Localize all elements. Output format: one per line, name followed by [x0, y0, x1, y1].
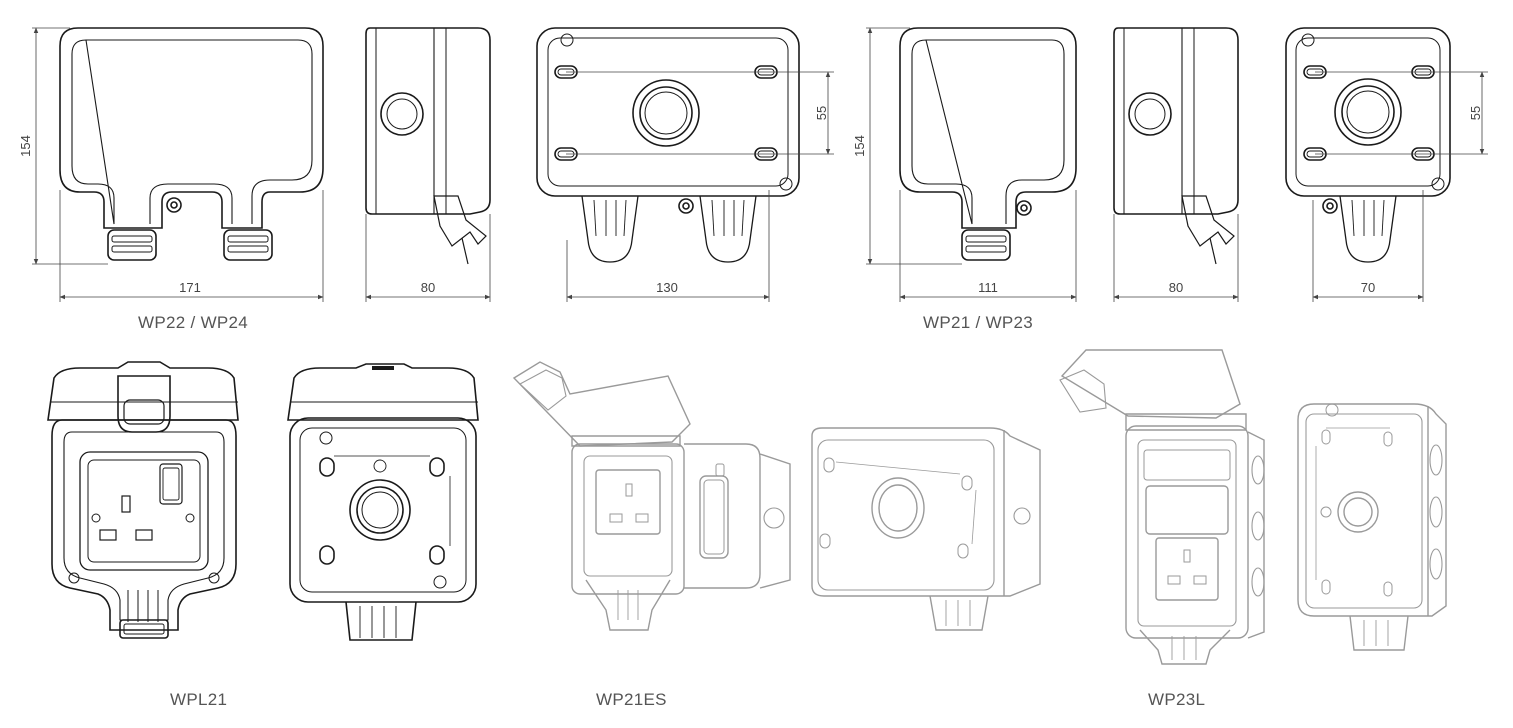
wp22-side-view: [365, 27, 491, 265]
dimension-lines-wp22: [32, 27, 324, 302]
caption-wpl21: WPL21: [170, 690, 228, 709]
wpl21-back-view: [287, 363, 479, 641]
dimension-depth-80-a: 80: [421, 280, 435, 295]
dimension-height-154-b: 154: [852, 135, 867, 157]
dimension-height-154-a: 154: [18, 135, 33, 157]
wpl21-front-view: [47, 361, 239, 639]
wp23l-front-view: [1059, 349, 1265, 665]
dimension-width-130: 130: [656, 280, 678, 295]
wp21-side-view: [1113, 27, 1239, 265]
dimension-width-171: 171: [179, 280, 201, 295]
dimension-width-111: 111: [978, 280, 998, 295]
wp21es-front-view: [512, 361, 791, 631]
dimension-lines-wp21-back: [1312, 71, 1488, 302]
dimension-lines-wp21: [866, 27, 1077, 302]
dimension-hole-spacing-55-b: 55: [1468, 106, 1483, 120]
wp22-back-view: [536, 27, 800, 263]
caption-wp21es: WP21ES: [596, 690, 667, 709]
dimension-width-70: 70: [1361, 280, 1375, 295]
caption-wp23l: WP23L: [1148, 690, 1206, 709]
dimension-depth-80-b: 80: [1169, 280, 1183, 295]
dimension-hole-spacing-55-a: 55: [814, 106, 829, 120]
dimension-lines-wp21-side: [1113, 214, 1239, 302]
wp21-front-view: [899, 27, 1077, 261]
caption-wp21-wp23: WP21 / WP23: [923, 313, 1034, 332]
caption-wp22-wp24: WP22 / WP24: [138, 313, 249, 332]
wp23l-back-view: [1297, 403, 1447, 651]
dimension-lines-wp22-side: [365, 214, 491, 302]
wp22-front-view: [59, 27, 324, 261]
wp21es-back-view: [811, 427, 1041, 631]
dimension-lines-wp22-back: [566, 71, 834, 302]
wp21-back-view: [1285, 27, 1451, 263]
